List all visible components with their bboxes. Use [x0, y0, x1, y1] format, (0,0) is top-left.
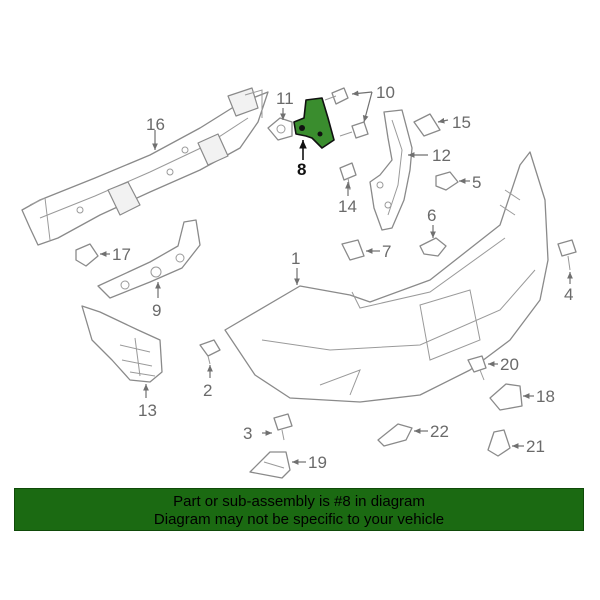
info-banner: Part or sub-assembly is #8 in diagram Di…	[14, 488, 584, 531]
callout-7: 7	[382, 242, 391, 261]
part-17-clip	[75, 243, 99, 267]
part-16-reinforcement-beam	[21, 87, 269, 246]
callout-3: 3	[243, 424, 252, 443]
part-19-bracket	[249, 451, 291, 479]
banner-line-1: Part or sub-assembly is #8 in diagram	[173, 493, 425, 510]
part-18-bracket	[489, 383, 523, 411]
callout-17: 17	[112, 245, 131, 264]
callout-9: 9	[152, 301, 161, 320]
callout-14: 14	[338, 197, 357, 216]
callout-21: 21	[526, 437, 545, 456]
part-3-bolt	[273, 413, 293, 441]
callout-19: 19	[308, 453, 327, 472]
callout-1: 1	[291, 249, 300, 268]
callout-11: 11	[276, 89, 294, 108]
callout-13: 13	[138, 401, 157, 420]
part-1-bumper-cover	[224, 151, 549, 403]
part-15-pad	[413, 113, 441, 137]
callout-2: 2	[203, 381, 212, 400]
part-5-clip	[435, 171, 459, 191]
part-20-bolt	[467, 355, 487, 381]
part-6-retainer	[419, 237, 447, 257]
part-13-side-bracket	[81, 305, 163, 383]
callout-15: 15	[452, 113, 471, 132]
callout-20: 20	[500, 355, 519, 374]
callout-4: 4	[564, 285, 573, 304]
callout-10: 10	[376, 83, 395, 102]
part-8-bracket-highlighted	[293, 97, 335, 149]
callout-8: 8	[297, 160, 306, 179]
part-12-side-bracket	[369, 109, 413, 231]
part-9-lower-bracket	[97, 219, 201, 299]
part-10-bolts	[324, 87, 369, 139]
callout-18: 18	[536, 387, 555, 406]
part-11-clip	[267, 117, 293, 141]
callout-5: 5	[472, 173, 481, 192]
callout-6: 6	[427, 206, 436, 225]
callout-22: 22	[430, 422, 449, 441]
part-7-clip	[341, 239, 365, 261]
callout-12: 12	[432, 146, 451, 165]
banner-line-2: Diagram may not be specific to your vehi…	[153, 511, 445, 528]
part-21-clip	[487, 429, 511, 457]
part-2-screw	[199, 339, 221, 365]
callout-16: 16	[146, 115, 165, 134]
part-4-bolt	[557, 239, 577, 271]
part-22-reflector	[377, 423, 413, 447]
